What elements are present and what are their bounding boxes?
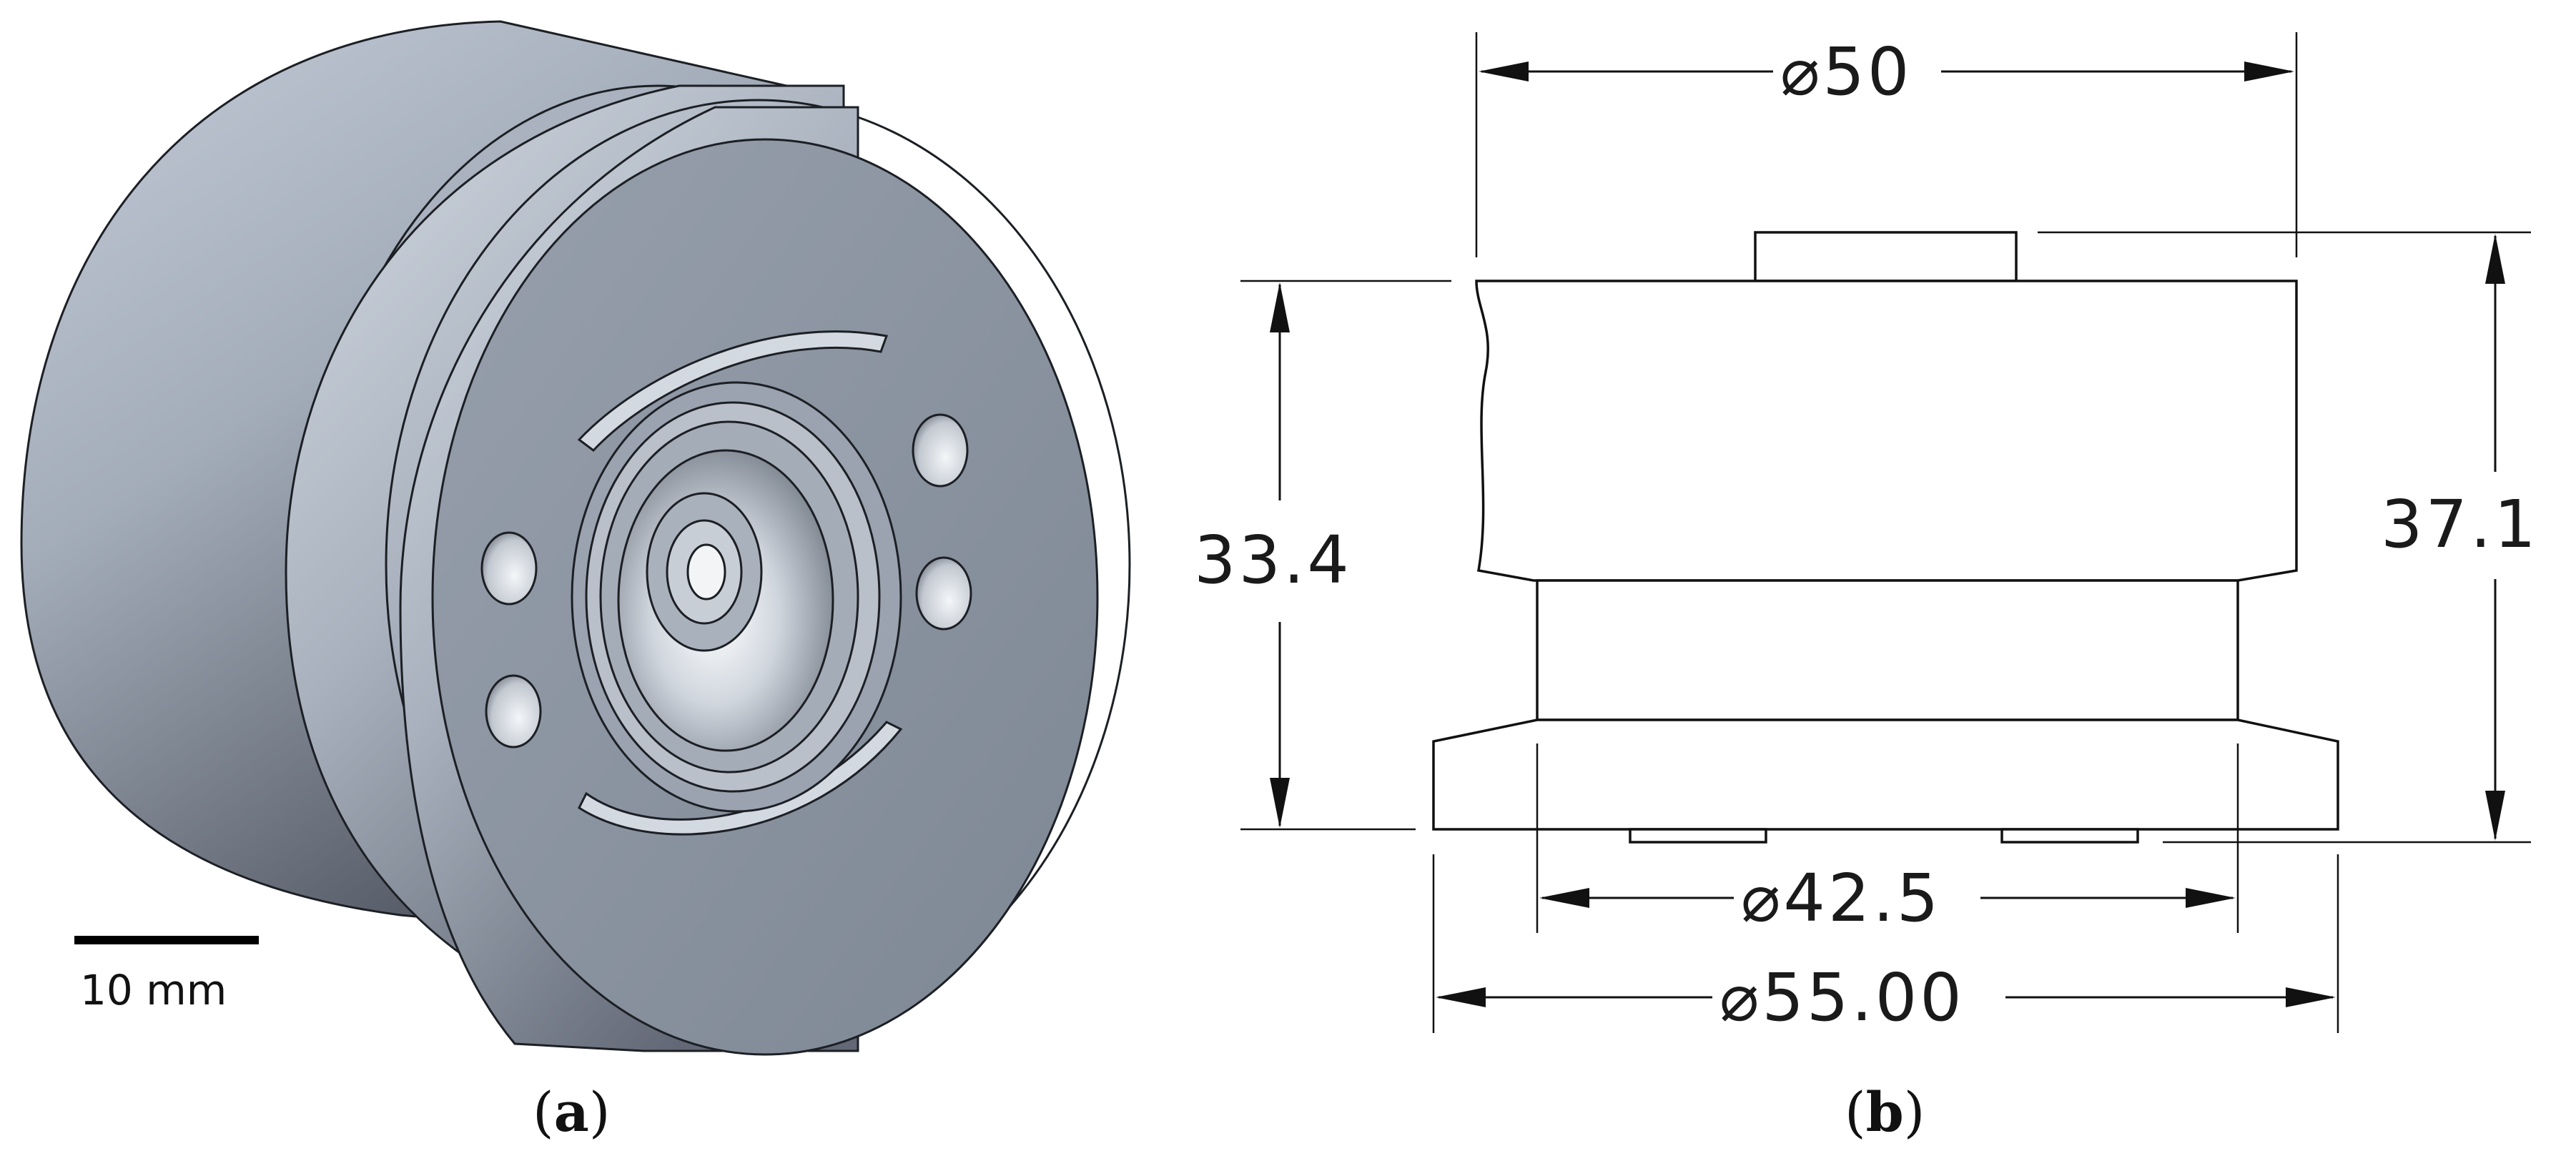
dim-top-arrow-right: [2244, 61, 2294, 81]
upper-arc-slot: [577, 330, 889, 453]
scale-bar-label: 10 mm: [80, 966, 227, 1014]
panel-b-technical-drawing: ⌀50 33.4 37.1 ⌀42.5: [1194, 32, 2539, 1144]
panel-a-3d-render: 10 mm (a): [20, 20, 1131, 1144]
dim-flange-diameter-label: ⌀55.00: [1719, 959, 1965, 1036]
flange: [1432, 718, 2339, 831]
mounting-hole-lower-left: [485, 674, 542, 749]
caption-b: (b): [1845, 1080, 1925, 1144]
dim-flange-arrow-left: [1436, 987, 1486, 1007]
caption-b-close: ): [1904, 1080, 1925, 1144]
lower-arc-slot: [578, 721, 903, 836]
dim-groove-diameter-label: ⌀42.5: [1741, 860, 1941, 937]
dim-flange-arrow-right: [2286, 987, 2336, 1007]
main-body: [1475, 280, 2298, 582]
caption-a-close: ): [589, 1080, 611, 1144]
dim-right-arrow-top: [2485, 234, 2505, 284]
dim-left-height: 33.4: [1194, 282, 1352, 828]
caption-a-open: (: [533, 1080, 554, 1144]
dim-top-arrow-left: [1479, 61, 1529, 81]
dim-groove-arrow-left: [1539, 888, 1589, 908]
caption-b-open: (: [1845, 1080, 1866, 1144]
dim-left-arrow-bottom: [1270, 778, 1290, 828]
dim-right-height: 37.1: [2381, 234, 2539, 841]
dim-left-height-label: 33.4: [1194, 522, 1352, 598]
top-boss: [1754, 231, 2018, 282]
caption-a: (a): [533, 1080, 611, 1144]
mounting-hole-upper-right: [912, 413, 969, 488]
dim-left-arrow-top: [1270, 282, 1290, 332]
bottom-pin-left: [1629, 828, 1767, 844]
dim-right-height-label: 37.1: [2381, 486, 2539, 563]
mounting-hole-upper-left: [480, 531, 538, 606]
bottom-pin-right: [2000, 828, 2139, 844]
dim-groove-arrow-right: [2186, 888, 2236, 908]
mounting-hole-mid-right: [915, 556, 972, 631]
caption-a-letter: a: [554, 1080, 589, 1144]
dim-top-diameter-label: ⌀50: [1780, 34, 1912, 110]
dim-groove-diameter: ⌀42.5: [1539, 860, 2236, 937]
bore-center-hole: [686, 543, 726, 601]
groove-neck: [1536, 579, 2239, 721]
dim-flange-diameter: ⌀55.00: [1436, 959, 2336, 1036]
dim-top-diameter: ⌀50: [1479, 34, 2294, 110]
dim-right-arrow-bottom: [2485, 791, 2505, 841]
caption-b-letter: b: [1866, 1080, 1904, 1144]
